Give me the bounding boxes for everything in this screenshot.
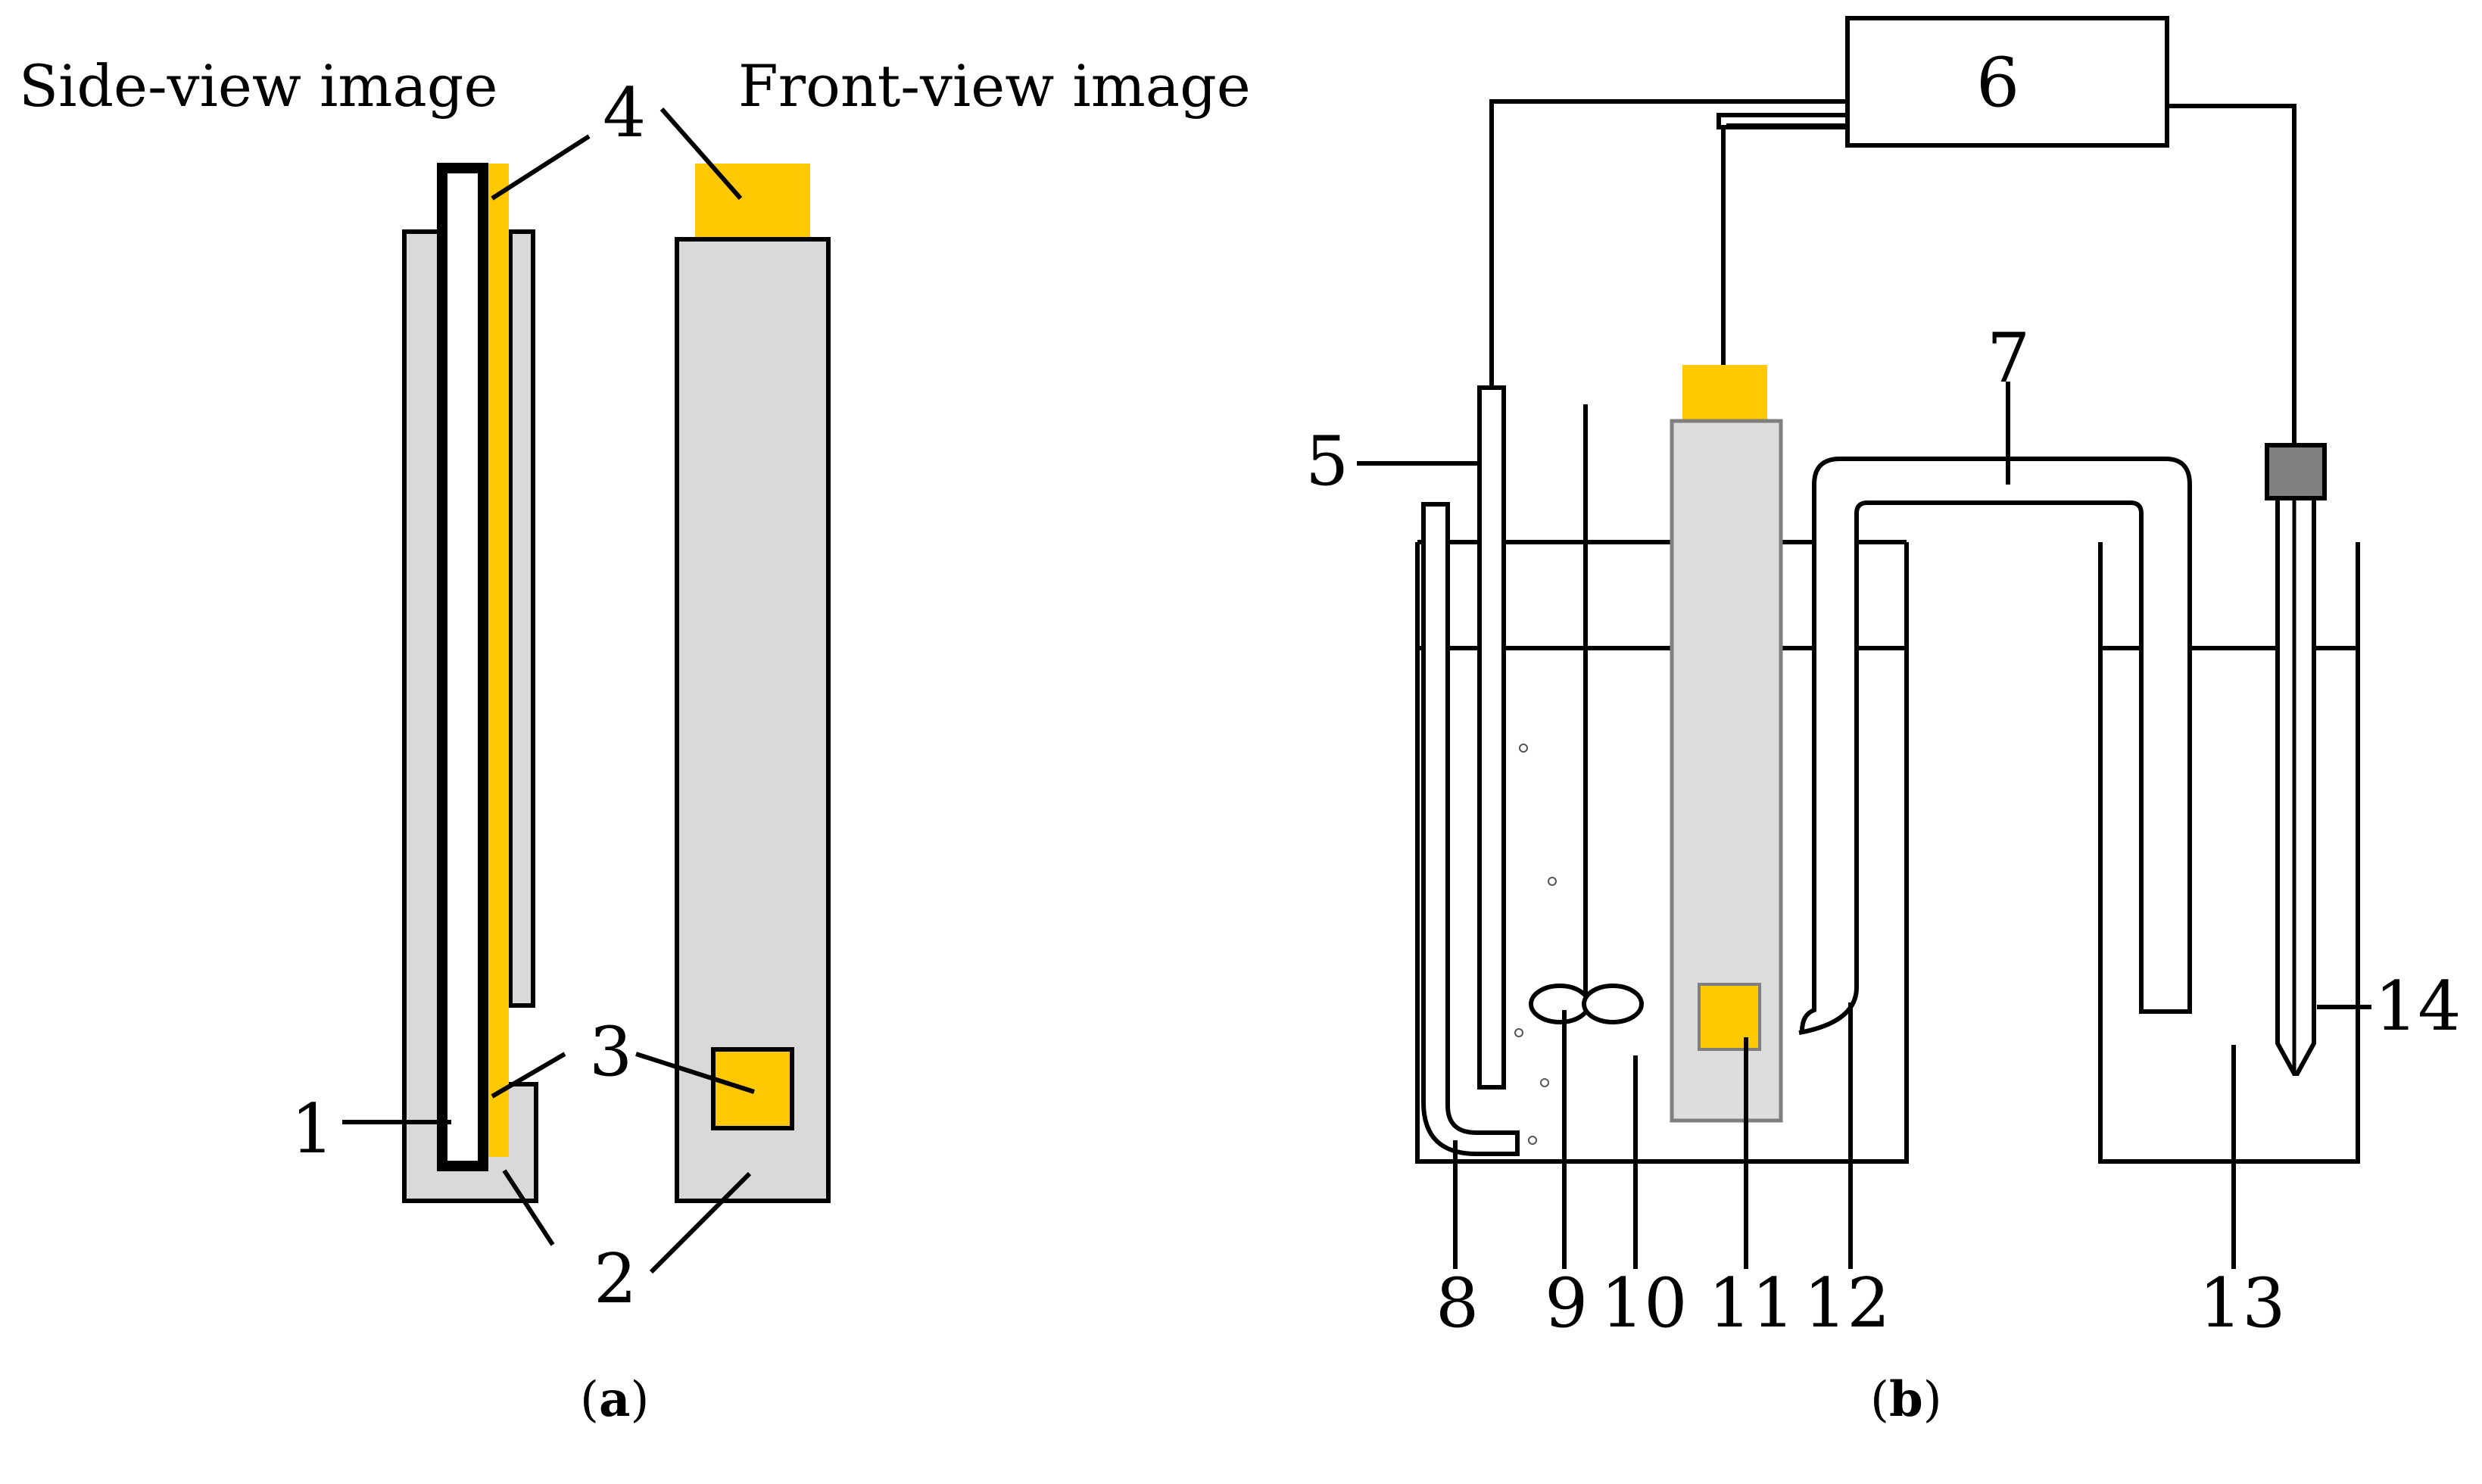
panel-a-leader-lines [342, 108, 755, 1274]
counter-electrode [1477, 385, 1506, 1090]
gas-inlet-tube [1421, 502, 1520, 1156]
label-10: 10 [1601, 1264, 1688, 1343]
front-view-title: Front-view image [738, 52, 1251, 120]
label-9: 9 [1545, 1264, 1588, 1343]
gas-bubbles [1514, 744, 1557, 1145]
front-view-coating [675, 237, 831, 1203]
side-view-substrate [437, 163, 488, 1171]
label-7: 7 [1987, 319, 2030, 398]
working-electrode [1670, 365, 1783, 1123]
label-8: 8 [1436, 1264, 1479, 1343]
panel-a-label: (a) [580, 1371, 649, 1428]
front-view-specimen [675, 164, 831, 1203]
label-3: 3 [589, 1012, 632, 1092]
salt-bridge [1798, 457, 2192, 1035]
side-view-title: Side-view image [19, 52, 497, 120]
label-6: 6 [1976, 43, 2019, 123]
reference-electrode-cap [2265, 443, 2327, 500]
side-view-coating-strip [508, 229, 535, 1008]
potentiostat-box [1845, 16, 2169, 148]
panel-b: 5 6 7 8 9 10 11 12 13 14 (b) [1305, 16, 2462, 1428]
front-view-lead [695, 164, 810, 239]
label-11: 11 [1708, 1264, 1795, 1343]
label-14: 14 [2374, 967, 2462, 1046]
panel-a: Side-view image Front-view image [19, 52, 1251, 1428]
side-view-sample [486, 164, 509, 1157]
label-4: 4 [603, 73, 646, 153]
reference-electrode [2265, 443, 2327, 1076]
label-1: 1 [291, 1090, 334, 1169]
side-view-specimen [402, 163, 538, 1203]
label-12: 12 [1804, 1264, 1891, 1343]
front-view-exposed-area [711, 1047, 794, 1130]
working-electrode-exposed-area [1698, 983, 1761, 1051]
stirrer [1529, 404, 1644, 1024]
label-2: 2 [594, 1239, 637, 1319]
working-electrode-lead [1682, 365, 1767, 421]
wires [1489, 99, 2296, 445]
label-13: 13 [2199, 1264, 2286, 1343]
panel-b-label: (b) [1870, 1371, 1942, 1428]
panel-b-leader-lines [1357, 382, 2371, 1269]
label-5: 5 [1305, 422, 1349, 501]
